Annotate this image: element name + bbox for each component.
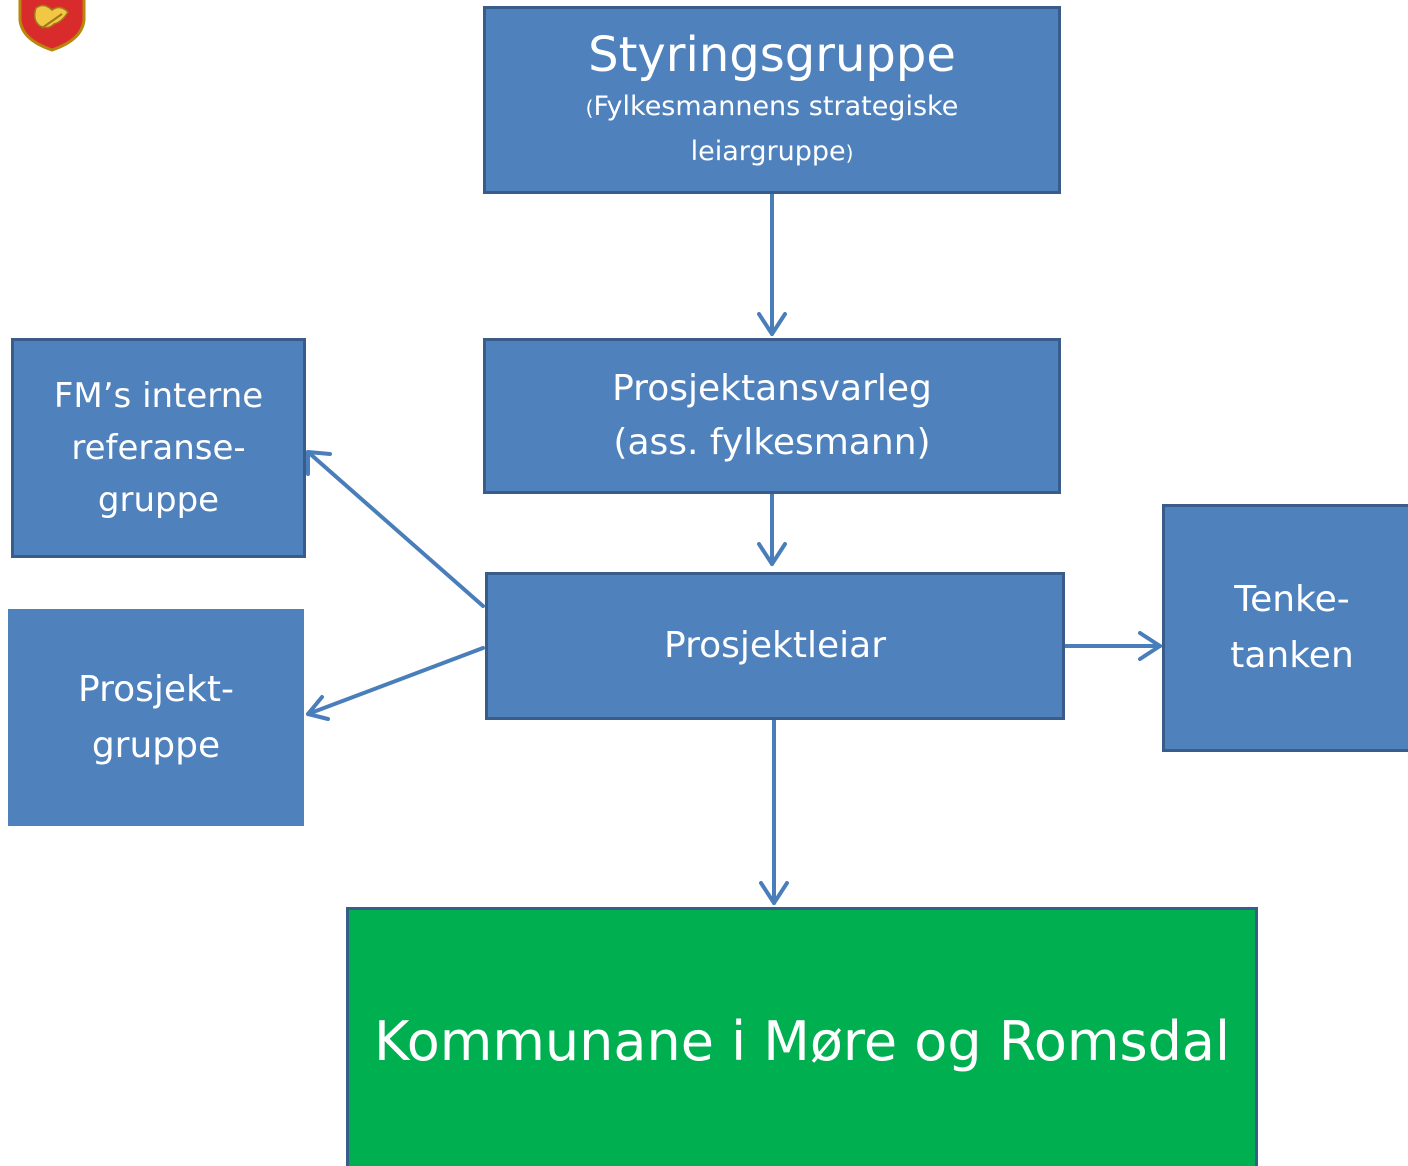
- styringsgruppe-paren-open: (: [585, 96, 594, 120]
- prosjektansvarleg-box: Prosjektansvarleg (ass. fylkesmann): [483, 338, 1061, 494]
- coat-of-arms-icon: [18, 0, 86, 52]
- arrow-leiar-to-prosjektgruppe: [306, 646, 485, 721]
- arrow-leiar-to-kommunane: [759, 718, 789, 905]
- kommunane-box: Kommunane i Møre og Romsdal: [346, 907, 1258, 1166]
- styringsgruppe-title: Styringsgruppe: [588, 27, 956, 83]
- styringsgruppe-subtitle-line1: Fylkesmannens strategiske: [593, 91, 959, 122]
- arrow-leiar-to-tenke: [1063, 631, 1162, 661]
- tenketanken-box: Tenke- tanken: [1162, 504, 1408, 752]
- styringsgruppe-subtitle-line2: leiargruppe: [690, 136, 846, 167]
- tenketanken-line1: Tenke-: [1234, 579, 1350, 620]
- arrow-ansvarleg-to-leiar: [757, 492, 787, 566]
- prosjektgruppe-box: Prosjekt- gruppe: [8, 609, 304, 826]
- prosjektleiar-box: Prosjektleiar: [485, 572, 1065, 720]
- tenketanken-line2: tanken: [1230, 635, 1354, 676]
- prosjektansvarleg-line1: Prosjektansvarleg: [612, 368, 932, 409]
- referansegruppe-box: FM’s interne referanse- gruppe: [11, 338, 306, 558]
- arrow-styring-to-ansvarleg: [757, 192, 787, 336]
- prosjektgruppe-line1: Prosjekt-: [78, 668, 234, 710]
- referansegruppe-line1: FM’s interne: [53, 376, 264, 416]
- prosjektgruppe-line2: gruppe: [91, 724, 221, 766]
- referansegruppe-line3: gruppe: [97, 480, 220, 520]
- arrow-leiar-to-referanse: [306, 450, 485, 608]
- styringsgruppe-paren-close: ): [845, 141, 854, 165]
- kommunane-label: Kommunane i Møre og Romsdal: [373, 1010, 1231, 1073]
- styringsgruppe-box: Styringsgruppe (Fylkesmannens strategisk…: [483, 6, 1061, 194]
- referansegruppe-line2: referanse-: [71, 428, 246, 468]
- prosjektansvarleg-line2: (ass. fylkesmann): [613, 422, 931, 463]
- prosjektleiar-label: Prosjektleiar: [664, 625, 886, 666]
